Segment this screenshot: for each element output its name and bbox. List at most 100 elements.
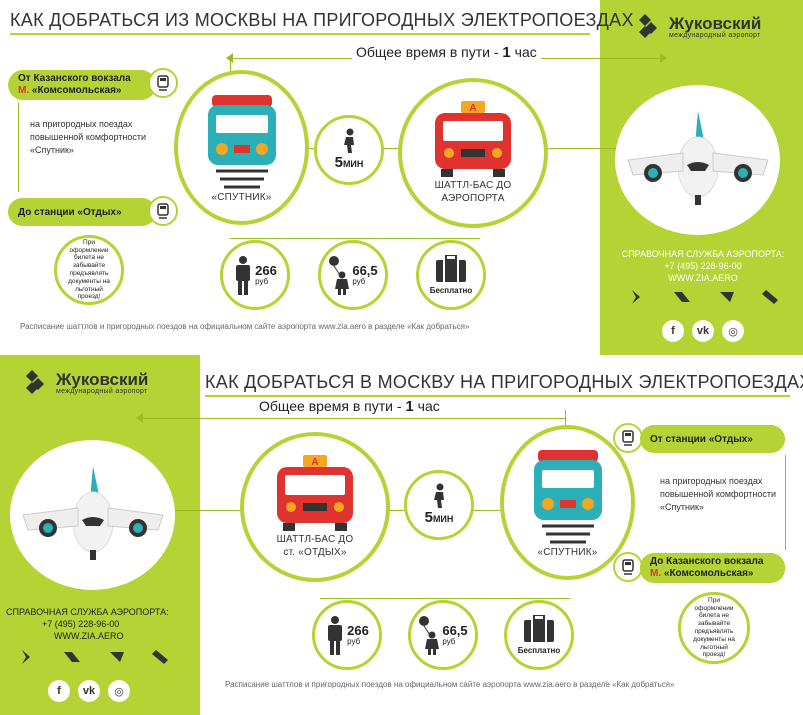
title-underline-top [10,33,590,35]
contact-block-bottom: СПРАВОЧНАЯ СЛУЖБА АЭРОПОРТА: +7 (495) 22… [6,606,196,642]
rub-label: руб [347,637,361,646]
vk-icon[interactable]: vk [78,680,100,702]
contact-site[interactable]: WWW.ZIA.AERO [54,631,124,642]
free-luggage-circle-bottom: Бесплатно [504,600,574,670]
train-label-top: «СПУТНИК» [211,191,272,203]
to-station-line1: До Казанского вокзала [650,556,764,567]
walking-person-icon [434,483,444,508]
contact-title: СПРАВОЧНАЯ СЛУЖБА АЭРОПОРТА: [6,607,169,617]
logo-subtitle: международный аэропорт [56,388,148,395]
direction-arrow-icon [64,652,80,662]
shuttle-label-bottom: ШАТТЛ-БАС ДО ст. «ОТДЫХ» [277,533,354,560]
airplane-icon [21,466,164,560]
price-adult: 266 [255,263,277,278]
tick-right [565,410,566,428]
contact-phone: +7 (495) 228-96-00 [664,261,742,272]
train-circle: «СПУТНИК» [174,70,309,225]
from-station-bar: От Казанского вокзала М. «Комсомольская» [8,70,156,100]
walk-circle: 5МИН [314,115,384,185]
total-time-value: 1 [502,44,511,61]
tick-left [230,58,231,72]
vk-icon[interactable]: vk [692,320,714,342]
walk-circle-bottom: 5МИН [404,470,474,540]
total-time-label: Общее время в пути - [356,44,503,60]
train-icon [207,94,276,189]
bus-letter: А [311,457,318,468]
price-child: 66,5 [352,263,378,278]
direction-arrow-icon [720,292,734,302]
direction-arrow-icon [762,290,778,304]
total-time-line-bottom [140,418,565,419]
instagram-icon[interactable]: ◎ [722,320,744,342]
arrow-left-icon [136,413,143,423]
direction-arrow-icon [110,652,124,662]
total-time-bottom: Общее время в пути - 1 час [255,398,444,415]
walk-minutes: 5 [334,154,343,171]
shuttle-label-line1: ШАТТЛ-БАС ДО [276,533,354,545]
direction-arrow-icon [152,650,168,664]
social-icons-bottom: f vk ◎ [48,680,130,702]
instagram-icon[interactable]: ◎ [108,680,130,702]
price-connector-bottom [320,598,570,599]
social-icons-top: f vk ◎ [662,320,744,342]
shuttle-label-top: ШАТТЛ-БАС ДО АЭРОПОРТА [435,179,512,206]
walking-person-icon [344,128,354,153]
total-time-label: Общее время в пути - [259,398,406,414]
shuttle-label-line1: ШАТТЛ-БАС ДО [434,179,512,191]
title-underline-bottom [205,395,790,397]
luggage-icon [524,615,554,642]
train-label-bottom: «СПУТНИК» [537,546,598,558]
to-station-bar: До станции «Отдых» [8,198,156,226]
bus-letter: А [469,103,476,114]
route-line-left [18,102,19,192]
train-small-icon-4 [613,552,643,582]
bus-icon: А [277,454,353,531]
from-station-line1: От Казанского вокзала [18,73,131,84]
logo-name: Жуковский [669,14,762,33]
contact-site[interactable]: WWW.ZIA.AERO [668,273,738,284]
route-line-right [785,455,786,550]
train-description-bottom: на пригородных поездах повышенной комфор… [660,476,777,513]
contact-title: СПРАВОЧНАЯ СЛУЖБА АЭРОПОРТА: [621,249,785,259]
from-station-bar-bottom: От станции «Отдых» [640,425,785,453]
facebook-icon[interactable]: f [662,320,684,342]
price-child: 66,5 [442,623,468,638]
shuttle-circle: А ШАТТЛ-БАС ДО АЭРОПОРТА [398,78,548,228]
ticket-note-bottom: При оформлении билета не забывайте предъ… [693,596,735,659]
adult-person-icon [328,616,343,655]
plane-circle-bottom [10,440,175,590]
contact-phone: +7 (495) 228-96-00 [42,619,120,630]
child-balloon-icon [329,256,350,295]
ticket-note-circle-bottom: При оформлении билета не забывайте предъ… [678,592,750,664]
bus-icon: А [435,100,511,177]
train-small-icon-3 [613,423,643,453]
shuttle-label-line2: АЭРОПОРТА [441,193,505,204]
free-label: Бесплатно [429,286,473,295]
direction-arrow-icon [632,290,640,304]
route-line-bottom [175,510,625,511]
direction-icons-top [630,290,780,304]
price-adult: 266 [347,623,369,638]
zhukovsky-logo-icon [637,14,663,40]
walk-unit: МИН [432,514,454,524]
train-small-icon [148,68,178,98]
logo-name: Жуковский [56,370,149,389]
page-title-bottom: КАК ДОБРАТЬСЯ В МОСКВУ НА ПРИГОРОДНЫХ ЭЛ… [205,372,803,392]
direction-icons-bottom [20,650,170,664]
metro-prefix: М. [650,568,662,579]
ticket-note-circle-top: При оформлении билета не забывайте предъ… [54,235,124,305]
walk-unit: МИН [342,159,364,169]
child-balloon-icon [419,616,440,655]
luggage-icon [436,255,466,282]
metro-prefix: М. [18,85,30,96]
shuttle-circle-bottom: А ШАТТЛ-БАС ДО ст. «ОТДЫХ» [240,432,390,582]
adult-person-icon [236,256,251,295]
direction-arrow-icon [22,650,30,664]
facebook-icon[interactable]: f [48,680,70,702]
footer-top: Расписание шаттлов и пригородных поездов… [20,322,470,331]
walk-minutes: 5 [424,509,433,526]
contact-block-top: СПРАВОЧНАЯ СЛУЖБА АЭРОПОРТА: +7 (495) 22… [606,248,800,284]
